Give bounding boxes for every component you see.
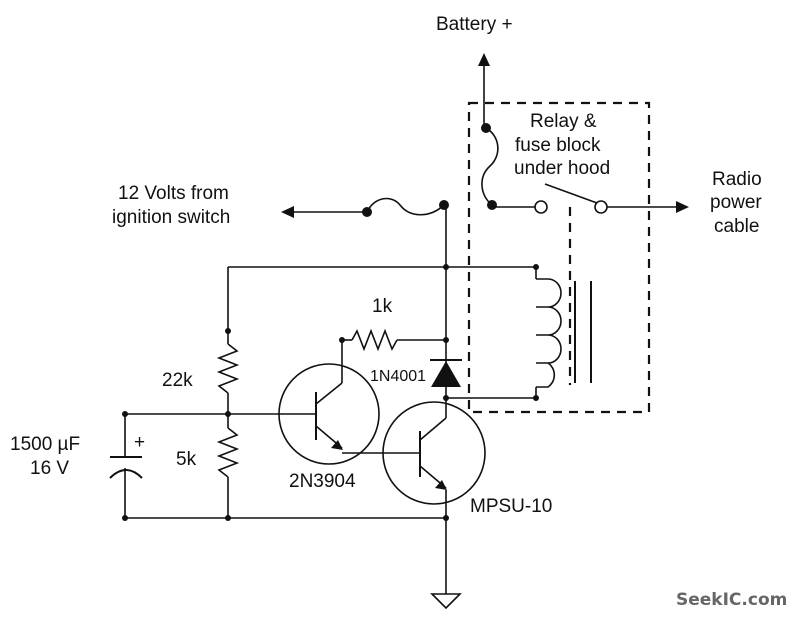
resistor-1k [339, 328, 449, 352]
radio-label-1: Radio [712, 169, 762, 190]
base-node [122, 411, 316, 417]
resistor-22k-label: 22k [162, 370, 193, 391]
transistor-mpsu10-label: MPSU-10 [470, 496, 552, 517]
radio-label-3: cable [714, 216, 759, 237]
watermark: SeekIC.com [676, 590, 787, 610]
relay-coil [533, 267, 592, 401]
ignition-line [281, 197, 449, 267]
relay-block-fuse [481, 123, 499, 210]
ignition-arrow-icon [281, 206, 294, 218]
resistor-1k-label: 1k [372, 296, 393, 317]
ground-rail [122, 515, 462, 610]
ground-symbol-icon [430, 593, 462, 610]
resistor-5k [216, 414, 240, 518]
transistor-2n3904-label: 2N3904 [289, 471, 356, 492]
battery-arrow-icon [478, 53, 490, 66]
capacitor-1500uf: + [109, 414, 145, 518]
radio-label-2: power [710, 192, 762, 213]
capacitor-voltage-label: 16 V [30, 458, 69, 479]
relay-contacts [492, 183, 689, 214]
resistor-5k-label: 5k [176, 449, 197, 470]
transistor-2n3904 [278, 340, 420, 465]
relay-block-label-2: fuse block [515, 135, 601, 156]
relay-fuse-block-outline [467, 101, 651, 414]
resistor-22k [216, 331, 240, 414]
transistor-mpsu10 [382, 398, 486, 518]
ignition-label-1: 12 Volts from [118, 183, 229, 204]
capacitor-value-label: 1500 µF [10, 434, 80, 455]
relay-block-label-1: Relay & [530, 111, 597, 132]
diode-1n4001 [430, 340, 536, 401]
ignition-label-2: ignition switch [112, 207, 230, 228]
capacitor-plus-sign: + [134, 432, 145, 453]
diode-label: 1N4001 [370, 368, 426, 385]
relay-block-label-3: under hood [514, 158, 610, 179]
battery-line [478, 53, 490, 128]
battery-label: Battery + [436, 14, 513, 35]
radio-arrow-icon [676, 201, 689, 213]
